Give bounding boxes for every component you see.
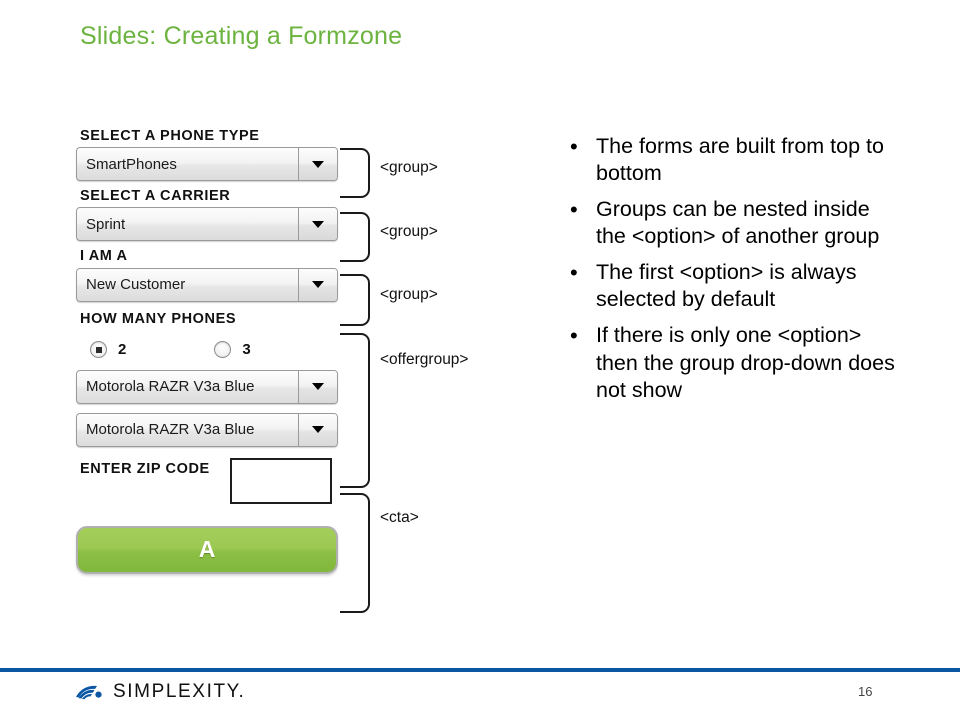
radio-option-2-label: 2 <box>118 341 127 359</box>
page-number: 16 <box>858 684 873 699</box>
list-item: • The forms are built from top to bottom <box>570 133 900 187</box>
select-phone-type-arrow-button[interactable] <box>298 148 337 181</box>
chevron-down-icon <box>312 220 324 228</box>
select-phone-model-2[interactable]: Motorola RAZR V3a Blue <box>76 412 338 447</box>
select-phone-model-1-arrow-button[interactable] <box>298 370 337 403</box>
cta-button-label: A <box>198 536 216 563</box>
bullet-icon: • <box>570 197 578 223</box>
footer-logo: SIMPLEXITY. <box>75 681 245 703</box>
radio-group-how-many-phones: 2 3 <box>76 330 338 370</box>
annotation-label-group-3: <group> <box>380 286 438 303</box>
select-carrier-value: Sprint <box>86 215 126 233</box>
select-phone-model-1-value: Motorola RAZR V3a Blue <box>86 378 255 396</box>
label-select-a-carrier: SELECT A CARRIER <box>80 188 231 205</box>
select-phone-model-1[interactable]: Motorola RAZR V3a Blue <box>76 369 338 404</box>
bracket-offergroup <box>340 333 370 488</box>
annotation-label-cta: <cta> <box>380 509 419 526</box>
chevron-down-icon <box>312 160 324 168</box>
annotation-label-offergroup: <offergroup> <box>380 351 469 368</box>
list-item-text: The first <option> is always selected by… <box>596 260 857 312</box>
chevron-down-icon <box>312 383 324 391</box>
footer-brand-name: SIMPLEXITY. <box>113 681 246 702</box>
bullet-icon: • <box>570 323 578 349</box>
annotation-label-group-1: <group> <box>380 159 438 176</box>
select-phone-type[interactable]: SmartPhones <box>76 147 338 182</box>
select-customer-type[interactable]: New Customer <box>76 267 338 302</box>
bracket-group-2 <box>340 212 370 262</box>
select-carrier[interactable]: Sprint <box>76 207 338 242</box>
bracket-cta <box>340 493 370 613</box>
bracket-group-3 <box>340 274 370 326</box>
bullet-icon: • <box>570 260 578 286</box>
chevron-down-icon <box>312 426 324 434</box>
list-item-text: Groups can be nested inside the <option>… <box>596 197 880 249</box>
chevron-down-icon <box>312 281 324 289</box>
label-how-many-phones: HOW MANY PHONES <box>80 310 237 327</box>
footer-divider <box>0 668 960 672</box>
page-title: Slides: Creating a Formzone <box>80 22 403 50</box>
radio-option-3[interactable]: 3 <box>214 341 251 359</box>
radio-option-3-label: 3 <box>242 341 251 359</box>
radio-empty-icon <box>214 341 232 359</box>
label-enter-zip-code: ENTER ZIP CODE <box>80 460 210 477</box>
annotation-label-group-2: <group> <box>380 223 438 240</box>
radio-filled-icon <box>90 341 107 359</box>
list-item-text: If there is only one <option> then the g… <box>596 323 895 402</box>
select-customer-type-arrow-button[interactable] <box>298 268 337 301</box>
list-item: • The first <option> is always selected … <box>570 259 900 313</box>
list-item: • Groups can be nested inside the <optio… <box>570 196 900 250</box>
select-customer-type-value: New Customer <box>86 276 186 294</box>
list-item: • If there is only one <option> then the… <box>570 322 900 403</box>
radio-option-2[interactable]: 2 <box>90 341 127 359</box>
label-select-a-phone-type: SELECT A PHONE TYPE <box>80 128 260 144</box>
bullet-icon: • <box>570 134 578 159</box>
simplexity-swoosh-icon <box>76 685 102 700</box>
list-item-text: The forms are built from top to bottom <box>596 134 884 186</box>
zip-code-input[interactable] <box>230 457 332 504</box>
cta-submit-button[interactable]: A <box>76 525 338 574</box>
select-phone-model-2-value: Motorola RAZR V3a Blue <box>86 421 255 439</box>
zip-code-row: ENTER ZIP CODE <box>76 457 338 510</box>
bullet-list: • The forms are built from top to bottom… <box>570 133 900 413</box>
bracket-group-1 <box>340 148 370 198</box>
select-phone-model-2-arrow-button[interactable] <box>298 413 337 446</box>
select-phone-type-value: SmartPhones <box>86 155 177 173</box>
label-i-am-a: I AM A <box>80 248 128 265</box>
mock-form-preview: SELECT A PHONE TYPE SmartPhones SELECT A… <box>76 128 338 574</box>
select-carrier-arrow-button[interactable] <box>298 208 337 241</box>
